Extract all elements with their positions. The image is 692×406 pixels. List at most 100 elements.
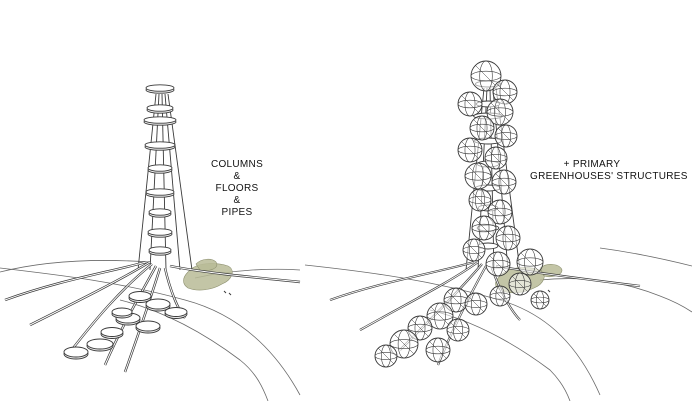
floor-disc bbox=[143, 116, 177, 124]
greenhouse-sphere bbox=[494, 124, 518, 148]
greenhouse-sphere bbox=[464, 292, 488, 316]
pipe-core bbox=[29, 261, 151, 326]
floor-disc bbox=[147, 164, 173, 172]
greenhouse-sphere bbox=[495, 225, 521, 251]
sphere-meridian bbox=[464, 137, 476, 163]
greenhouse-sphere bbox=[492, 79, 518, 105]
greenhouse-sphere bbox=[462, 238, 486, 262]
sphere-equator bbox=[486, 107, 514, 117]
sphere-rib bbox=[491, 203, 509, 221]
sphere-meridian bbox=[476, 115, 488, 141]
sphere-rib bbox=[461, 141, 479, 159]
floor-disc bbox=[145, 188, 175, 196]
greenhouse-sphere bbox=[468, 188, 492, 212]
caption-line: PIPES bbox=[221, 207, 253, 218]
greenhouse-sphere bbox=[487, 199, 513, 225]
sphere-meridian bbox=[501, 124, 511, 148]
sphere-equator bbox=[492, 87, 518, 97]
sphere-meridian bbox=[471, 292, 481, 316]
sphere-equator bbox=[508, 280, 532, 288]
sphere-rib bbox=[468, 296, 484, 312]
sphere-equator bbox=[462, 246, 486, 254]
sphere-equator bbox=[487, 207, 513, 217]
greenhouse-sphere bbox=[471, 215, 497, 241]
sphere-equator bbox=[484, 154, 508, 162]
ground-disc bbox=[135, 320, 161, 332]
sphere-rib bbox=[394, 334, 414, 354]
sphere-meridian bbox=[492, 251, 504, 277]
garden-patch bbox=[195, 258, 218, 271]
sphere-rib bbox=[520, 252, 540, 272]
small-mark bbox=[547, 289, 551, 293]
greenhouse-sphere bbox=[516, 248, 544, 276]
greenhouse-sphere bbox=[530, 290, 550, 310]
greenhouse-sphere bbox=[425, 337, 451, 363]
sphere-equator bbox=[469, 123, 495, 133]
ground-disc bbox=[63, 346, 89, 358]
sphere-equator bbox=[374, 352, 398, 360]
ground-disc bbox=[111, 307, 133, 317]
left-tower-columns-floors-pipes bbox=[4, 84, 301, 373]
sphere-meridian bbox=[414, 315, 426, 341]
sphere-meridian bbox=[479, 60, 493, 92]
sphere-equator bbox=[446, 326, 470, 334]
sphere-rib bbox=[490, 102, 510, 122]
terrain-contour bbox=[119, 299, 269, 402]
ground-disc bbox=[86, 338, 114, 350]
sphere-rib bbox=[489, 255, 507, 273]
sphere-equator bbox=[425, 345, 451, 355]
sphere-rib bbox=[430, 306, 450, 326]
greenhouse-sphere bbox=[491, 169, 517, 195]
caption-line: & bbox=[233, 195, 241, 206]
sphere-equator bbox=[389, 339, 419, 349]
sphere-equator bbox=[407, 323, 433, 333]
greenhouse-sphere bbox=[486, 98, 514, 126]
sphere-meridian bbox=[464, 91, 476, 117]
sphere-meridian bbox=[495, 285, 505, 307]
sphere-rib bbox=[533, 293, 547, 307]
sphere-meridian bbox=[450, 287, 462, 313]
sphere-equator bbox=[470, 70, 502, 82]
caption-columns-floors-pipes: COLUMNS & FLOORS & PIPES bbox=[205, 159, 269, 219]
sphere-rib bbox=[488, 150, 504, 166]
greenhouse-sphere bbox=[457, 91, 483, 117]
sphere-equator bbox=[464, 171, 492, 181]
sphere-meridian bbox=[381, 344, 391, 368]
ground-disc bbox=[164, 307, 188, 317]
sphere-rib bbox=[411, 319, 429, 337]
terrain-contour bbox=[0, 260, 151, 273]
pipe-core bbox=[69, 263, 153, 353]
sphere-rib bbox=[498, 128, 514, 144]
ground-disc bbox=[145, 298, 171, 310]
caption-line: FLOORS bbox=[215, 183, 259, 194]
floor-disc bbox=[146, 104, 174, 112]
sphere-rib bbox=[499, 229, 517, 247]
sphere-equator bbox=[471, 223, 497, 233]
sphere-rib bbox=[512, 276, 528, 292]
sphere-rib bbox=[429, 341, 447, 359]
small-mark bbox=[223, 290, 227, 294]
floor-disc bbox=[145, 84, 175, 92]
sphere-rib bbox=[496, 83, 514, 101]
sphere-meridian bbox=[453, 318, 463, 342]
sphere-rib bbox=[475, 65, 497, 87]
sphere-meridian bbox=[524, 248, 536, 276]
greenhouse-sphere bbox=[469, 115, 495, 141]
sphere-equator bbox=[530, 296, 550, 304]
terrain-contour bbox=[539, 278, 692, 313]
greenhouse-sphere bbox=[374, 344, 398, 368]
sphere-equator bbox=[489, 292, 511, 300]
floor-disc bbox=[147, 228, 173, 236]
greenhouse-sphere bbox=[484, 146, 508, 170]
sphere-meridian bbox=[498, 169, 510, 195]
sphere-rib bbox=[466, 242, 482, 258]
greenhouse-sphere bbox=[389, 329, 419, 359]
pipe-core bbox=[329, 261, 475, 301]
pipe-core bbox=[169, 265, 301, 283]
sphere-meridian bbox=[478, 215, 490, 241]
sphere-meridian bbox=[397, 329, 411, 359]
pipe-core bbox=[124, 267, 161, 373]
sphere-meridian bbox=[491, 146, 501, 170]
greenhouse-sphere bbox=[508, 272, 532, 296]
